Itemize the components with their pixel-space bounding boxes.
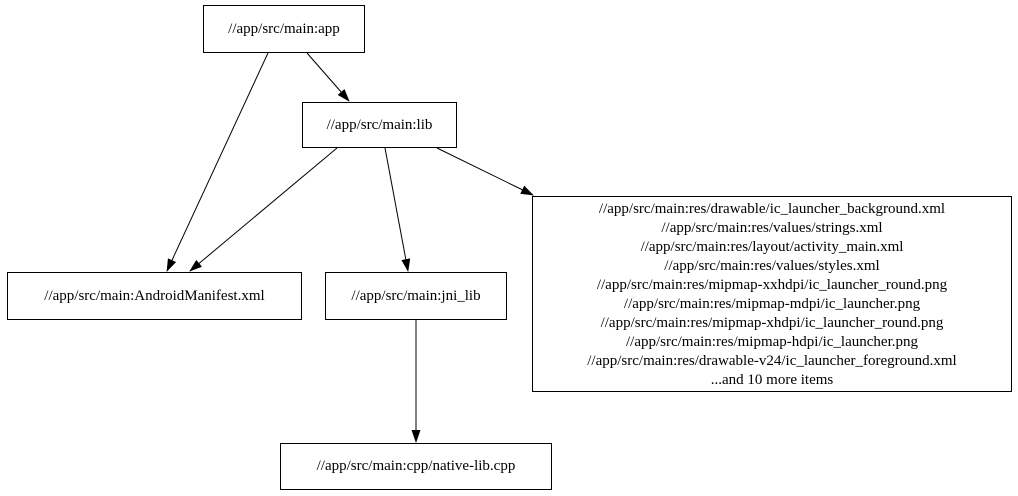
node-jni-lib: //app/src/main:jni_lib xyxy=(325,272,507,320)
node-app: //app/src/main:app xyxy=(203,5,365,53)
edge-app-to-manifest xyxy=(166,52,269,272)
res-group-more-items: ...and 10 more items xyxy=(710,372,834,388)
res-group-line: //app/src/main:res/drawable/ic_launcher_… xyxy=(598,201,946,217)
res-group-line: //app/src/main:res/mipmap-xhdpi/ic_launc… xyxy=(600,315,944,331)
edge-app-to-lib xyxy=(306,52,350,102)
node-native-lib-cpp: //app/src/main:cpp/native-lib.cpp xyxy=(280,443,552,490)
res-group-line: //app/src/main:res/mipmap-mdpi/ic_launch… xyxy=(623,296,921,312)
res-group-line: //app/src/main:res/values/styles.xml xyxy=(664,258,880,274)
res-group-line: //app/src/main:res/mipmap-xxhdpi/ic_laun… xyxy=(596,277,948,293)
edge-lib-to-manifest xyxy=(189,147,338,272)
edge-lib-to-jni-lib xyxy=(384,147,411,272)
node-android-manifest: //app/src/main:AndroidManifest.xml xyxy=(7,272,302,320)
res-group-line: //app/src/main:res/values/strings.xml xyxy=(661,220,883,236)
node-android-manifest-label: //app/src/main:AndroidManifest.xml xyxy=(44,287,265,304)
node-app-label: //app/src/main:app xyxy=(228,20,340,37)
res-group-line: //app/src/main:res/mipmap-hdpi/ic_launch… xyxy=(625,334,918,350)
node-res-group: //app/src/main:res/drawable/ic_launcher_… xyxy=(532,196,1012,392)
node-jni-lib-label: //app/src/main:jni_lib xyxy=(351,287,481,304)
res-group-line: //app/src/main:res/layout/activity_main.… xyxy=(640,239,904,255)
node-native-lib-cpp-label: //app/src/main:cpp/native-lib.cpp xyxy=(316,458,516,474)
res-group-line: //app/src/main:res/drawable-v24/ic_launc… xyxy=(587,353,957,369)
node-lib: //app/src/main:lib xyxy=(302,102,457,148)
node-lib-label: //app/src/main:lib xyxy=(326,116,433,133)
edge-lib-to-res-group xyxy=(436,147,534,196)
